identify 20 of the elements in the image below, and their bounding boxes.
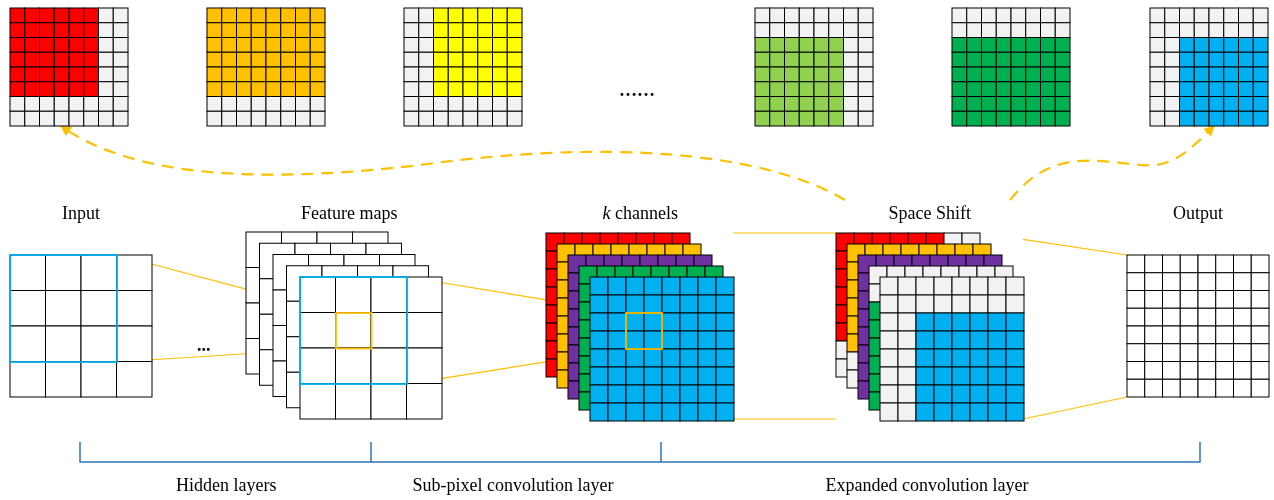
dashed-arrow xyxy=(60,125,846,201)
projection-line xyxy=(441,282,547,301)
section-label: Sub-pixel convolution layer xyxy=(412,474,614,496)
layer-label: Feature maps xyxy=(301,202,398,224)
ellipsis: …… xyxy=(619,79,655,101)
projection-line xyxy=(732,232,837,234)
projection-line xyxy=(732,418,837,420)
projection-line xyxy=(1022,396,1128,420)
projection-line xyxy=(151,353,247,361)
projection-line xyxy=(441,361,547,379)
layer-label: Input xyxy=(62,202,100,224)
layer-label: Space Shift xyxy=(888,202,971,224)
section-label: Hidden layers xyxy=(176,474,277,496)
projection-line xyxy=(151,263,247,290)
dashed-arrow xyxy=(1009,125,1215,201)
projection-line xyxy=(1022,238,1128,256)
layer-label: k channels xyxy=(602,202,678,224)
layer-label: Output xyxy=(1173,202,1223,224)
section-label: Expanded convolution layer xyxy=(825,474,1029,496)
ellipsis: ... xyxy=(197,334,211,356)
